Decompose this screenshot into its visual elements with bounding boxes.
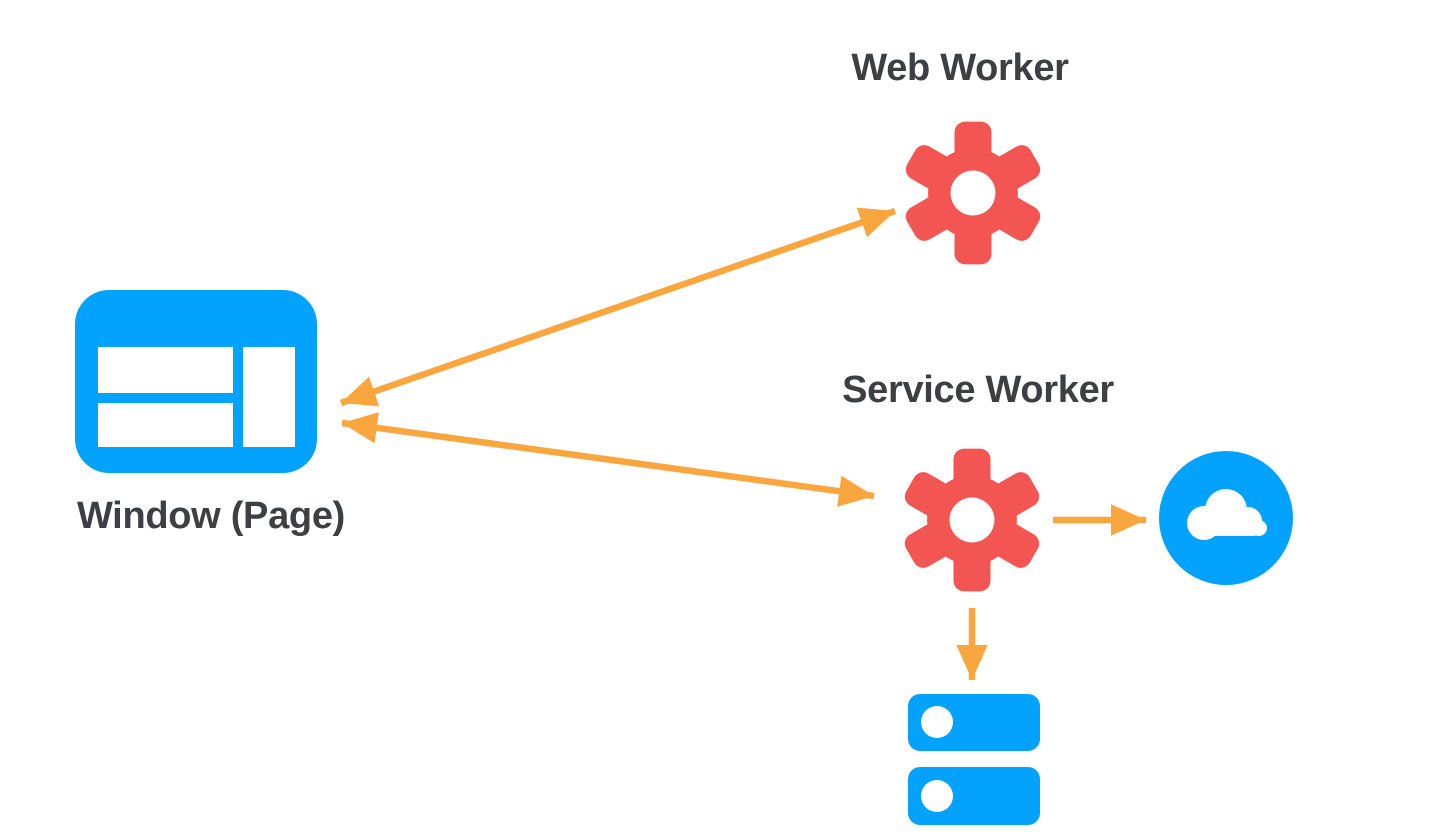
web-worker-label: Web Worker: [851, 47, 1069, 89]
web-worker-gear-icon: [899, 119, 1047, 267]
arrow-window-serviceworker: [341, 412, 875, 507]
browser-window-icon: [75, 290, 317, 473]
arrow-window-webworker: [339, 207, 897, 407]
cloud-icon: [1159, 451, 1293, 585]
service-worker-gear-icon: [898, 446, 1046, 594]
service-worker-label: Service Worker: [842, 369, 1114, 411]
database-icon: [908, 694, 1040, 825]
window-page-label: Window (Page): [76, 495, 346, 537]
